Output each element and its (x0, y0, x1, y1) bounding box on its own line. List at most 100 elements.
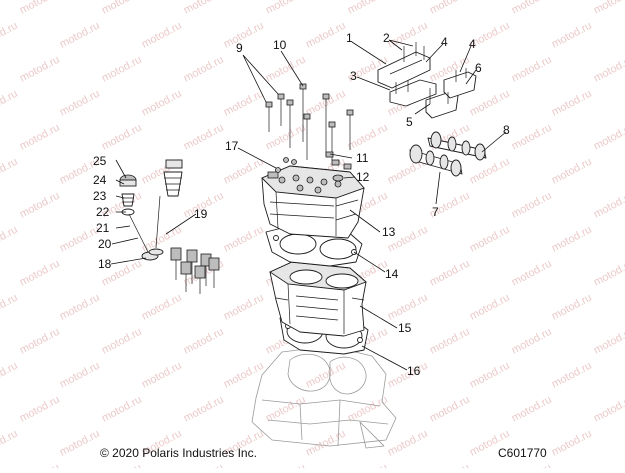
watermark-text: motod.ru (304, 428, 348, 459)
callout-15: 15 (398, 321, 412, 335)
watermark-text: motod.ru (0, 360, 20, 391)
watermark-text: motod.ru (550, 156, 594, 187)
watermark-text: motod.ru (592, 54, 625, 85)
cylinder-head (261, 165, 365, 239)
watermark-text: motod.ru (222, 20, 266, 51)
watermark-text: motod.ru (58, 88, 102, 119)
valve-train (119, 159, 220, 294)
callout-22: 22 (96, 205, 110, 219)
watermark-text: motod.ru (18, 326, 62, 357)
small-fasteners (275, 151, 352, 182)
cylinder (269, 261, 367, 337)
watermark-text: motod.ru (58, 20, 102, 51)
callout-13: 13 (382, 225, 396, 239)
watermark-text: motod.ru (18, 258, 62, 289)
watermark-text: motod.ru (18, 394, 62, 425)
callout-19: 19 (194, 207, 208, 221)
watermark-text: motod.ru (0, 428, 20, 459)
watermark-text: motod.ru (346, 0, 390, 17)
watermark-text: motod.ru (592, 258, 625, 289)
watermark-text: motod.ru (428, 462, 472, 468)
callout-5: 5 (406, 115, 413, 129)
watermark-text: motod.ru (100, 326, 144, 357)
callout-25: 25 (93, 154, 107, 168)
watermark-text: motod.ru (18, 122, 62, 153)
watermark-text: motod.ru (0, 88, 20, 119)
watermark-text: motod.ru (222, 292, 266, 323)
watermark-text: motod.ru (468, 360, 512, 391)
watermark-text: motod.ru (222, 156, 266, 187)
watermark-text: motod.ru (510, 326, 554, 357)
watermark-text: motod.ru (346, 122, 390, 153)
callout-labels: 1 2 3 4 4 5 6 7 8 9 10 11 12 13 14 15 16… (93, 31, 510, 378)
watermark-text: motod.ru (510, 190, 554, 221)
watermark-text: motod.ru (264, 122, 308, 153)
watermark-text: motod.ru (428, 326, 472, 357)
callout-2: 2 (383, 31, 390, 45)
watermark-text: motod.ru (428, 0, 472, 17)
leader-lines (110, 39, 507, 371)
watermark-text: motod.ru (100, 122, 144, 153)
watermark-text: motod.ru (346, 462, 390, 468)
watermark-text: motod.ru (182, 394, 226, 425)
watermark-text: motod.ru (0, 156, 20, 187)
watermark-text: motod.ru (58, 292, 102, 323)
callout-6: 6 (475, 61, 482, 75)
watermark-text: motod.ru (550, 360, 594, 391)
callout-7: 7 (432, 205, 439, 219)
watermark-text: motod.ru (550, 428, 594, 459)
callout-9: 9 (236, 41, 243, 55)
watermark-text: motod.ru (182, 122, 226, 153)
watermark-text: motod.ru (18, 0, 62, 17)
callout-11: 11 (356, 151, 369, 165)
watermark-text: motod.ru (592, 122, 625, 153)
watermark-text: motod.ru (386, 428, 430, 459)
watermark-text: motod.ru (100, 462, 144, 468)
watermark-text: motod.ru (182, 462, 226, 468)
watermark-text: motod.ru (510, 394, 554, 425)
callout-10: 10 (273, 38, 287, 52)
watermark-text: motod.ru (592, 462, 625, 468)
callout-17: 17 (225, 139, 239, 153)
watermark-text: motod.ru (100, 394, 144, 425)
callout-24: 24 (93, 173, 107, 187)
callout-23: 23 (93, 189, 107, 203)
watermark-text: motod.ru (58, 360, 102, 391)
watermark-text: motod.ru (592, 326, 625, 357)
watermark-text: motod.ru (550, 292, 594, 323)
head-bolts (265, 83, 354, 160)
watermark-text: motod.ru (58, 428, 102, 459)
watermark-text: motod.ru (386, 20, 430, 51)
watermark-text: motod.ru (510, 54, 554, 85)
camshafts (409, 131, 487, 177)
watermark-text: motod.ru (428, 258, 472, 289)
watermark-text: motod.ru (304, 20, 348, 51)
watermark-text: motod.ru (510, 462, 554, 468)
watermark-text: motod.ru (550, 88, 594, 119)
watermark-text: motod.ru (100, 0, 144, 17)
watermark-text: motod.ru (468, 156, 512, 187)
watermark-text: motod.ru (550, 20, 594, 51)
watermark-text: motod.ru (18, 54, 62, 85)
callout-16: 16 (407, 364, 421, 378)
callout-3: 3 (350, 69, 357, 83)
watermark-text: motod.ru (222, 88, 266, 119)
watermark-text: motod.ru (510, 0, 554, 17)
watermark-text: motod.ru (468, 292, 512, 323)
callout-12: 12 (356, 170, 370, 184)
watermark-text: motod.ru (0, 20, 20, 51)
watermark-text: motod.ru (182, 54, 226, 85)
callout-18: 18 (98, 257, 112, 271)
watermark-text: motod.ru (550, 224, 594, 255)
watermark-text: motod.ru (140, 20, 184, 51)
watermark-text: motod.ru (0, 224, 20, 255)
callout-21: 21 (96, 221, 110, 235)
watermark-text: motod.ru (510, 122, 554, 153)
watermark-text: motod.ru (304, 360, 348, 391)
watermark-text: motod.ru (468, 224, 512, 255)
callout-14: 14 (385, 267, 399, 281)
watermark-text: motod.ru (0, 292, 20, 323)
camshaft-caps (377, 42, 477, 119)
callout-1: 1 (346, 31, 353, 45)
